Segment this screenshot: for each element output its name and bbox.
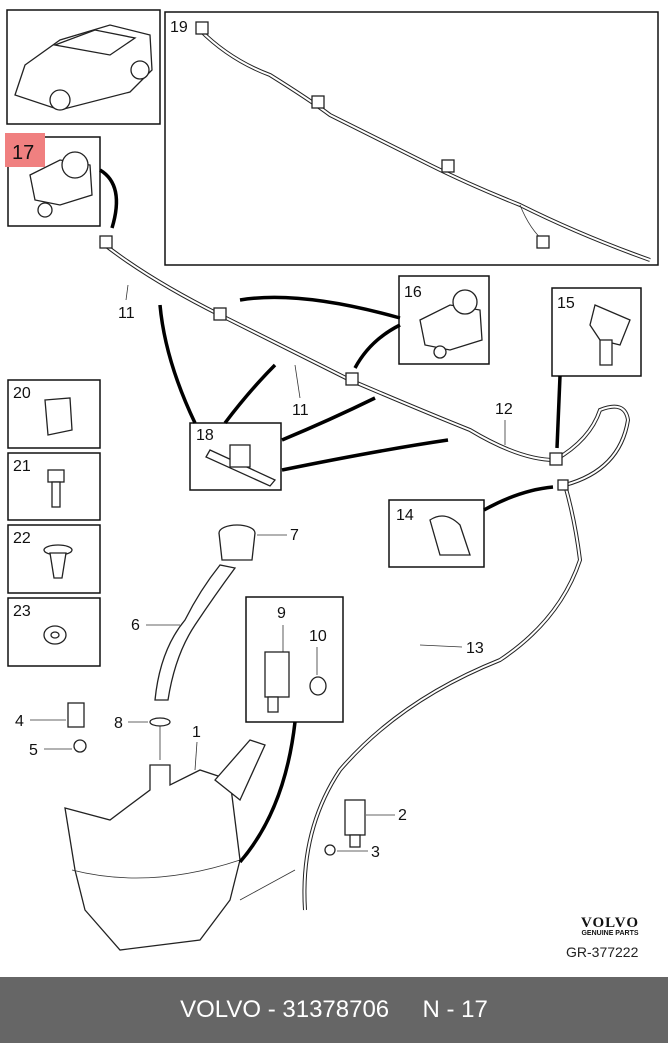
callout-number: 5 bbox=[29, 742, 38, 759]
drawing-reference: GR-377222 bbox=[566, 944, 639, 960]
callout-number: 13 bbox=[466, 640, 484, 657]
callout-number: 4 bbox=[15, 713, 24, 730]
callout-number: 15 bbox=[557, 295, 575, 312]
callout-number: 6 bbox=[131, 617, 140, 634]
callout-number: 18 bbox=[196, 427, 214, 444]
part-20-box[interactable]: 20 bbox=[7, 379, 101, 449]
part-22-box[interactable]: 22 bbox=[7, 524, 101, 594]
callout-number: 8 bbox=[114, 715, 123, 732]
callout-number: 23 bbox=[13, 603, 31, 620]
callout-number: 1 bbox=[192, 724, 201, 741]
callout-number: 19 bbox=[170, 19, 188, 36]
part-18-box[interactable]: 18 bbox=[189, 422, 282, 491]
callout-number: 14 bbox=[396, 507, 414, 524]
footer-text: VOLVO - 31378706 N - 17 bbox=[180, 996, 488, 1023]
callout-number: 11 bbox=[292, 402, 309, 419]
parts-diagram: 17 19 11 11 12 13 16 15 bbox=[5, 9, 659, 951]
part-19-box[interactable]: 19 bbox=[164, 11, 659, 266]
callout-number: 17 bbox=[12, 142, 34, 164]
callout-number: 11 bbox=[118, 305, 135, 322]
part-16-box[interactable]: 16 bbox=[398, 275, 490, 365]
car-thumbnail bbox=[6, 9, 161, 125]
part-17-box[interactable]: 17 bbox=[5, 133, 101, 227]
selected-highlight bbox=[5, 133, 45, 167]
callout-number: 22 bbox=[13, 530, 31, 547]
part-21-box[interactable]: 21 bbox=[7, 452, 101, 521]
volvo-logo: VOLVO GENUINE PARTS bbox=[560, 915, 660, 937]
part-15-box[interactable]: 15 bbox=[551, 287, 642, 377]
callout-number: 20 bbox=[13, 385, 31, 402]
callout-number: 12 bbox=[495, 401, 513, 418]
logo-tagline: GENUINE PARTS bbox=[581, 930, 639, 937]
callout-number: 3 bbox=[371, 844, 380, 861]
callout-number: 9 bbox=[277, 605, 286, 622]
pump-box[interactable]: 9 10 bbox=[245, 596, 344, 723]
part-14-box[interactable]: 14 bbox=[388, 499, 485, 568]
callout-number: 7 bbox=[290, 527, 299, 544]
callout-number: 2 bbox=[398, 807, 407, 824]
callout-number: 21 bbox=[13, 458, 31, 475]
footer-bar: VOLVO - 31378706 N - 17 bbox=[0, 977, 668, 1043]
part-23-box[interactable]: 23 bbox=[7, 597, 101, 667]
logo-brand: VOLVO bbox=[580, 915, 640, 931]
callout-number: 10 bbox=[309, 628, 327, 645]
callout-number: 16 bbox=[404, 284, 422, 301]
